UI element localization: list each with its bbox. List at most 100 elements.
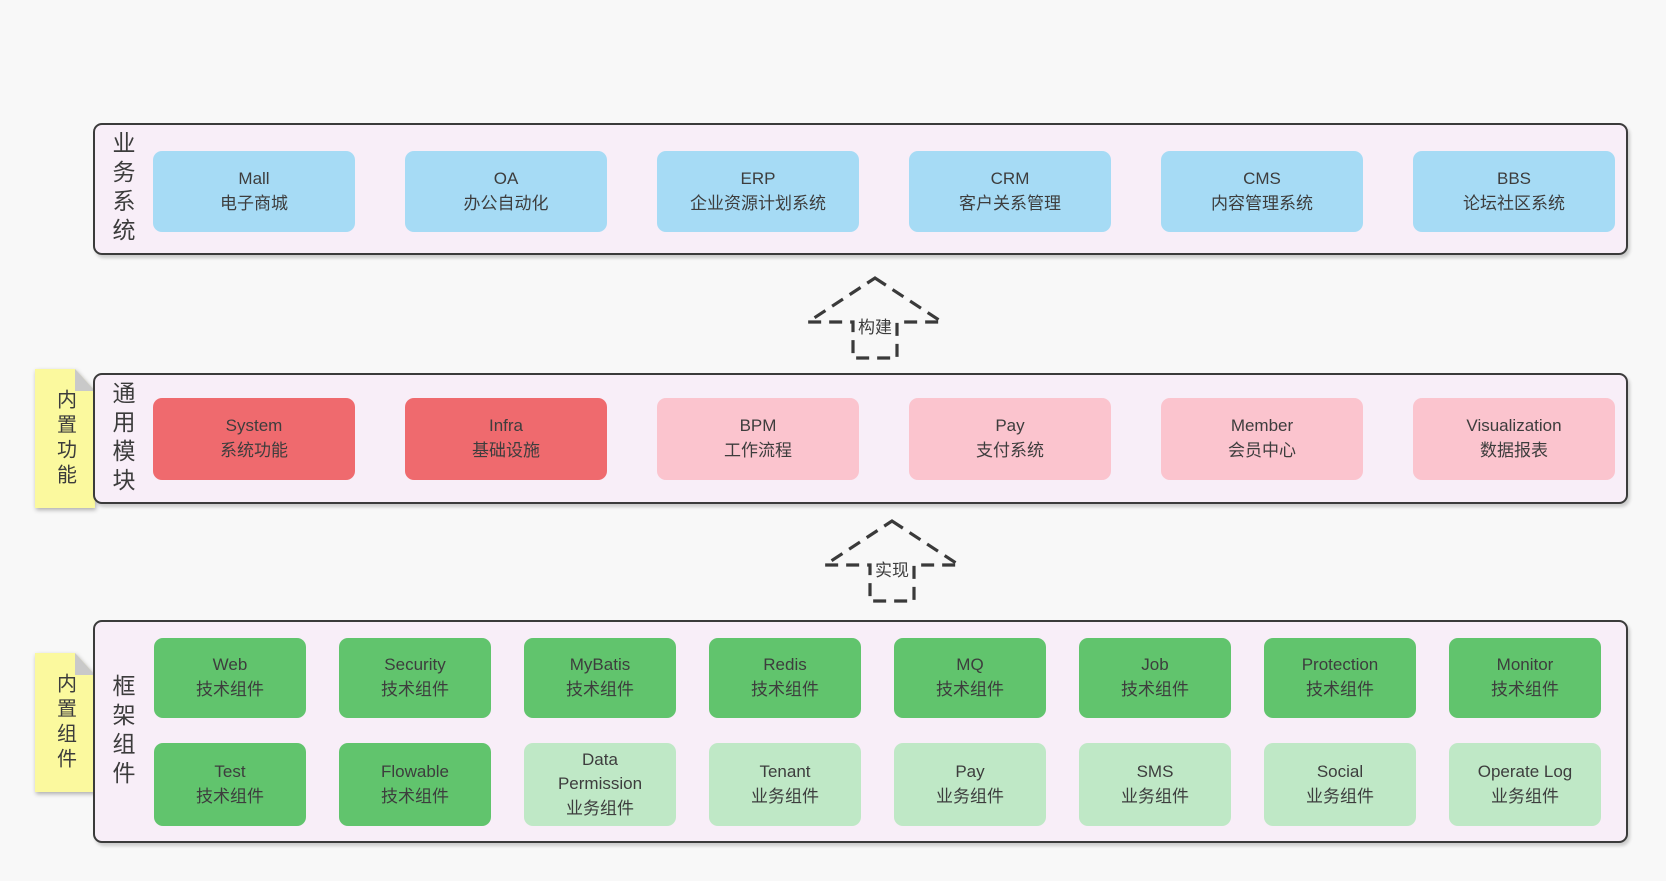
node-title: Protection xyxy=(1301,655,1379,675)
node-subtitle: 技术组件 xyxy=(936,680,1004,699)
node-title: MyBatis xyxy=(569,655,631,675)
node-title: Member xyxy=(1230,416,1294,436)
sticky-label: 内置功能 xyxy=(53,388,76,489)
node-protection: Protection 技术组件 xyxy=(1264,638,1416,718)
sticky-note-built-in-functions: 内置功能 xyxy=(35,369,95,508)
node-subtitle: 技术组件 xyxy=(751,680,819,699)
node-sms: SMS 业务组件 xyxy=(1079,743,1231,826)
node-infra: Infra 基础设施 xyxy=(405,398,607,480)
node-operate-log: Operate Log 业务组件 xyxy=(1449,743,1601,826)
band-business-systems: 业务系统 Mall 电子商城 OA 办公自动化 ERP 企业资源计划系统 CRM… xyxy=(93,123,1628,255)
node-subtitle: 技术组件 xyxy=(1121,680,1189,699)
implement-arrow: 实现 xyxy=(822,518,962,604)
node-pay: Pay 支付系统 xyxy=(909,398,1111,480)
node-row: System 系统功能 Infra 基础设施 BPM 工作流程 Pay 支付系统… xyxy=(153,398,1615,480)
node-subtitle: 企业资源计划系统 xyxy=(690,193,826,213)
node-subtitle: 技术组件 xyxy=(196,680,264,699)
node-subtitle: 技术组件 xyxy=(566,680,634,699)
band-common-modules: 通用模块 System 系统功能 Infra 基础设施 BPM 工作流程 Pay… xyxy=(93,373,1628,504)
node-cms: CMS 内容管理系统 xyxy=(1161,151,1363,232)
node-subtitle: 数据报表 xyxy=(1480,441,1548,460)
node-flowable: Flowable 技术组件 xyxy=(339,743,491,826)
node-subtitle: 办公自动化 xyxy=(463,193,549,213)
node-erp: ERP 企业资源计划系统 xyxy=(657,151,859,232)
node-subtitle: 会员中心 xyxy=(1228,441,1296,460)
node-subtitle: 支付系统 xyxy=(976,441,1044,460)
node-mq: MQ 技术组件 xyxy=(894,638,1046,718)
node-monitor: Monitor 技术组件 xyxy=(1449,638,1601,718)
node-bbs: BBS 论坛社区系统 xyxy=(1413,151,1615,232)
node-title: ERP xyxy=(740,168,776,188)
node-data-permission: Data Permission 业务组件 xyxy=(524,743,676,826)
node-title: Redis xyxy=(763,655,807,675)
node-subtitle: 基础设施 xyxy=(472,441,540,460)
band-label: 框架组件 xyxy=(109,673,135,790)
node-subtitle: 技术组件 xyxy=(1306,680,1374,699)
implement-arrow-label: 实现 xyxy=(872,556,912,581)
node-title: Mall xyxy=(238,168,270,188)
node-oa: OA 办公自动化 xyxy=(405,151,607,232)
node-title: Flowable xyxy=(380,761,450,781)
node-title: Tenant xyxy=(759,761,811,781)
node-subtitle: 技术组件 xyxy=(381,680,449,699)
node-title: Operate Log xyxy=(1477,761,1573,781)
sticky-label: 内置组件 xyxy=(53,672,76,773)
node-subtitle: 客户关系管理 xyxy=(959,193,1061,213)
node-system: System 系统功能 xyxy=(153,398,355,480)
node-title: CRM xyxy=(990,168,1030,188)
sticky-note-built-in-components: 内置组件 xyxy=(35,653,95,792)
node-title: Data Permission xyxy=(557,749,643,794)
node-test: Test 技术组件 xyxy=(154,743,306,826)
node-mybatis: MyBatis 技术组件 xyxy=(524,638,676,718)
node-member: Member 会员中心 xyxy=(1161,398,1363,480)
node-subtitle: 工作流程 xyxy=(724,441,792,460)
node-tenant: Tenant 业务组件 xyxy=(709,743,861,826)
band-label: 通用模块 xyxy=(109,380,135,497)
node-title: Test xyxy=(214,761,246,781)
node-redis: Redis 技术组件 xyxy=(709,638,861,718)
node-security: Security 技术组件 xyxy=(339,638,491,718)
node-title: Pay xyxy=(995,416,1025,436)
node-subtitle: 业务组件 xyxy=(1121,786,1189,806)
node-title: SMS xyxy=(1136,761,1174,781)
node-title: Job xyxy=(1141,655,1169,675)
band-framework-components: 框架组件 Web 技术组件 Security 技术组件 MyBatis 技术组件… xyxy=(93,620,1628,843)
sticky-paper xyxy=(35,369,95,508)
node-title: BPM xyxy=(739,416,777,436)
node-title: MQ xyxy=(956,655,984,675)
node-title: BBS xyxy=(1496,168,1532,188)
node-title: OA xyxy=(493,168,519,188)
node-subtitle: 技术组件 xyxy=(196,786,264,806)
node-subtitle: 电子商城 xyxy=(220,193,288,213)
node-title: Visualization xyxy=(1466,416,1562,436)
node-title: Infra xyxy=(488,416,524,436)
node-row: Test 技术组件 Flowable 技术组件 Data Permission … xyxy=(154,743,1601,826)
node-subtitle: 系统功能 xyxy=(220,441,288,460)
node-subtitle: 业务组件 xyxy=(1491,786,1559,806)
node-mall: Mall 电子商城 xyxy=(153,151,355,232)
node-subtitle: 内容管理系统 xyxy=(1211,193,1313,213)
node-subtitle: 技术组件 xyxy=(1491,680,1559,699)
band-label: 业务系统 xyxy=(109,131,135,247)
node-title: Pay xyxy=(955,761,985,781)
node-pay-component: Pay 业务组件 xyxy=(894,743,1046,826)
node-social: Social 业务组件 xyxy=(1264,743,1416,826)
node-title: Web xyxy=(212,655,248,675)
dashed-up-arrow-icon xyxy=(805,276,945,360)
node-subtitle: 业务组件 xyxy=(936,786,1004,806)
build-arrow: 构建 xyxy=(805,275,945,361)
node-subtitle: 业务组件 xyxy=(566,798,634,818)
node-job: Job 技术组件 xyxy=(1079,638,1231,718)
node-row: Web 技术组件 Security 技术组件 MyBatis 技术组件 Redi… xyxy=(154,638,1601,718)
node-subtitle: 技术组件 xyxy=(381,786,449,806)
node-title: Monitor xyxy=(1496,655,1554,675)
node-title: System xyxy=(225,416,283,436)
node-visualization: Visualization 数据报表 xyxy=(1413,398,1615,480)
build-arrow-label: 构建 xyxy=(855,313,895,338)
node-crm: CRM 客户关系管理 xyxy=(909,151,1111,232)
node-title: CMS xyxy=(1243,168,1281,188)
node-subtitle: 业务组件 xyxy=(751,786,819,806)
node-subtitle: 论坛社区系统 xyxy=(1463,193,1565,213)
dashed-up-arrow-icon xyxy=(822,519,962,603)
sticky-paper xyxy=(35,653,95,792)
